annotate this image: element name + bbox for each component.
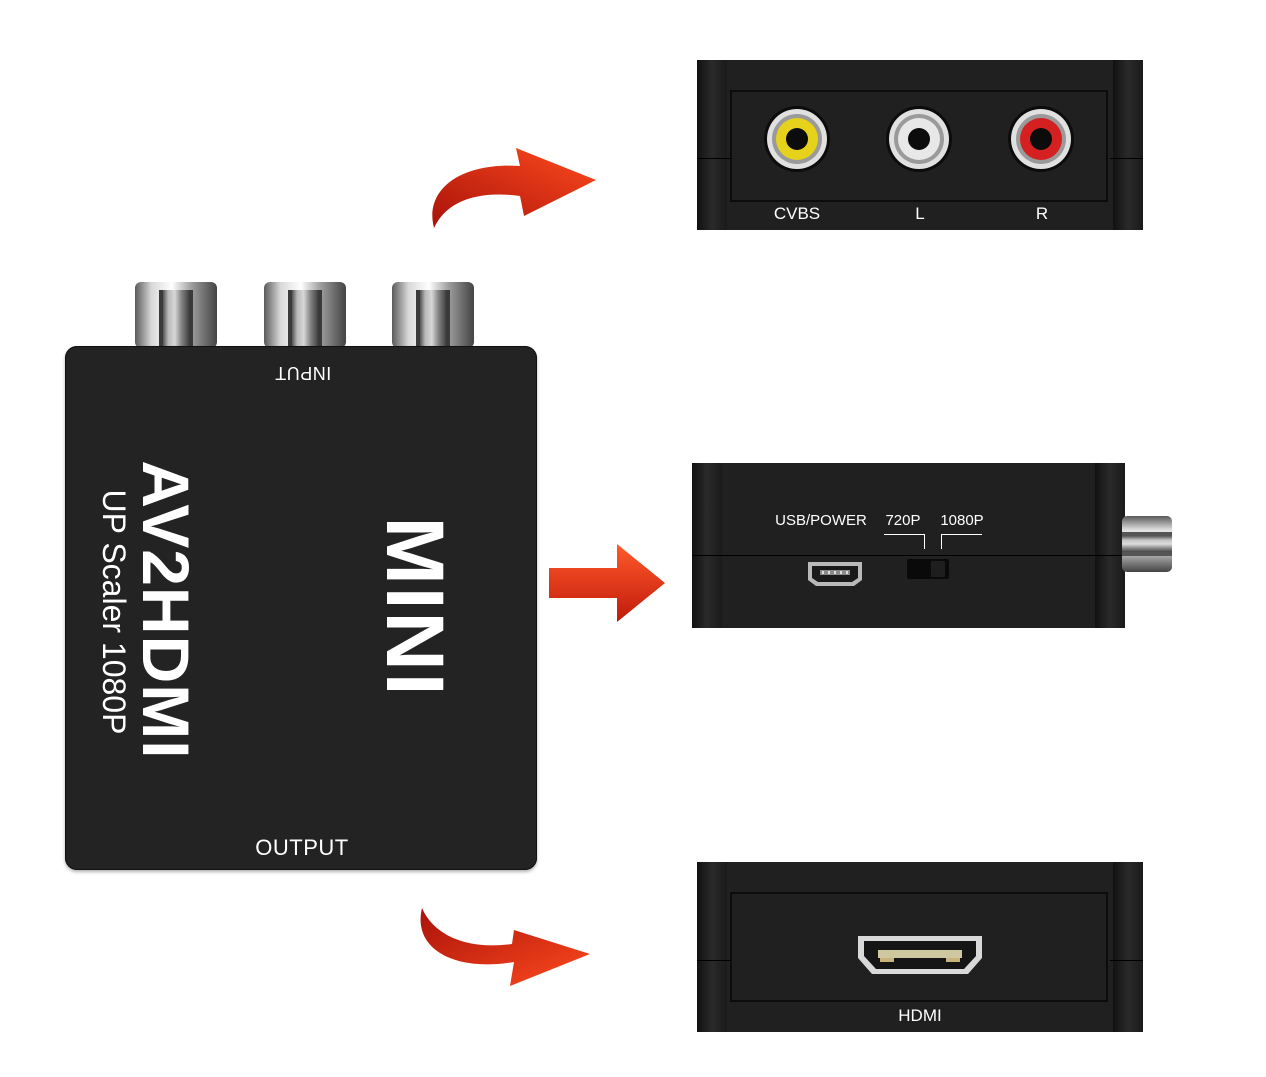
side-panel: USB/POWER 720P 1080P [692,463,1125,628]
converter-device [65,346,537,870]
panel-seam [697,158,730,159]
model-label: AV2HDMI [129,460,203,760]
rca-jack-l [884,104,954,174]
switch-720p-label: 720P [885,512,921,529]
rca-connector-icon [390,278,476,348]
panel-seam [697,960,730,961]
panel-edge [1113,862,1143,1032]
switch-knob [931,561,945,577]
panel-edge [697,60,727,230]
input-label: INPUT [274,363,332,383]
subtitle-label: UP Scaler 1080P [96,489,132,735]
panel-seam [1110,158,1143,159]
port-label-r: R [1035,204,1049,223]
panel-seam [692,555,1125,556]
usb-power-label: USB/POWER [775,512,867,529]
input-panel: CVBS L R [697,60,1143,230]
rca-jack-cvbs [762,104,832,174]
hdmi-port-icon [856,932,984,978]
panel-edge [1113,60,1143,230]
port-frame [730,892,1108,1002]
usb-port-icon [806,558,864,588]
hdmi-label: HDMI [898,1006,942,1025]
curved-arrow-icon [410,900,595,1000]
panel-edge [692,463,722,628]
port-frame [730,90,1108,202]
rca-connector-icon [1122,514,1174,574]
rca-jack-r [1006,104,1076,174]
rca-connector-icon [262,278,348,348]
curved-arrow-icon [420,140,600,240]
switch-bracket-1080p [941,534,982,549]
output-label: OUTPUT [255,835,349,860]
brand-label: MINI [369,516,460,698]
panel-edge [1095,463,1125,628]
panel-seam [1110,960,1143,961]
switch-bracket-720p [884,534,925,549]
panel-edge [697,862,727,1032]
straight-arrow-icon [545,538,670,628]
rca-plug-group [120,278,500,353]
port-label-l: L [915,204,925,223]
switch-1080p-label: 1080P [940,512,984,529]
port-label-cvbs: CVBS [773,204,821,223]
rca-connector-icon [133,278,219,348]
